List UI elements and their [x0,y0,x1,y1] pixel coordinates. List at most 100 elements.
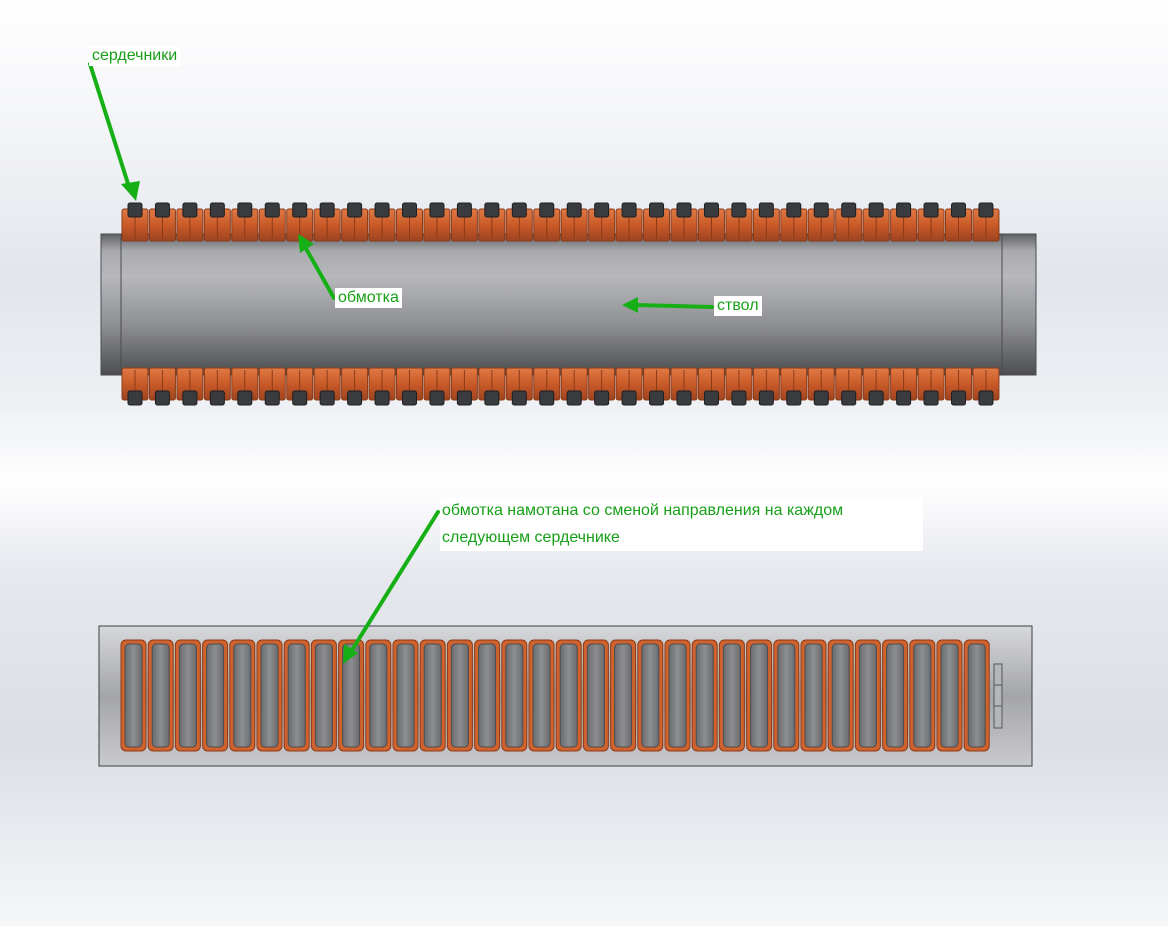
core [127,390,143,406]
slot-core [505,643,524,748]
core [127,202,143,218]
core [951,202,966,218]
slot-core [233,643,252,748]
core [402,202,417,218]
slot-core [450,643,469,748]
winding-slot [528,639,555,752]
coil-unit [313,202,341,242]
winding-slot [392,639,419,752]
winding-slot [664,639,691,752]
coil-unit [396,202,423,242]
core [511,202,527,218]
slot-core [777,643,796,748]
coil-unit [341,367,369,406]
core [649,390,665,406]
slot-core [478,643,497,748]
core [594,202,610,218]
winding-slot [202,639,229,752]
coil-unit [148,367,176,406]
coil-unit [423,367,451,406]
coil-unit [917,367,945,406]
coil-unit [258,367,286,406]
winding-slot [718,639,745,752]
coil-unit [725,367,753,406]
winding-slot [338,639,365,752]
core [182,390,198,406]
coil-unit [231,202,259,242]
core [182,202,198,218]
coil-unit [697,202,725,242]
barrel [100,233,1037,376]
core [566,202,582,218]
slot-core [722,643,741,748]
coil-unit [368,367,396,406]
core [758,390,774,406]
coil-unit [972,202,1000,242]
core [896,390,912,406]
core [374,390,390,406]
core [841,202,857,218]
coil-unit [478,202,506,242]
core [484,390,500,406]
coil-unit [835,367,863,406]
coil-unit [752,367,780,406]
coil-unit [341,202,369,242]
winding-slot [582,639,609,752]
coil-unit [780,202,808,242]
winding-slot [147,639,174,752]
winding-slot [963,639,990,752]
slot-core [940,643,959,748]
core [923,390,939,406]
coil-unit [862,202,890,242]
coil-unit [203,202,231,242]
core [868,390,884,406]
slot-core [858,643,877,748]
coil-unit [945,202,972,242]
coil-unit [121,202,149,242]
core [154,202,170,218]
note-line-1: обмотка намотана со сменой направления н… [442,502,844,519]
winding-slot [909,639,936,752]
winding-slot [637,639,664,752]
winding-slot [854,639,881,752]
coil-unit [972,367,1000,406]
coil-unit [670,202,698,242]
core [237,390,253,406]
core [209,202,225,218]
core [813,390,829,406]
core [429,202,445,218]
winding-slot [174,639,201,752]
note-line-2: следующем сердечнике [442,529,620,546]
slot-core [886,643,905,748]
core [456,202,472,218]
coil-unit [945,367,972,406]
coil-unit [780,367,808,406]
label-winding-note: обмотка намотана со сменой направления н… [440,497,923,551]
core [264,202,280,218]
slot-core [314,643,333,748]
coil-unit [203,367,231,406]
core [786,390,802,406]
coil-unit [423,202,451,242]
coil-unit [231,367,259,406]
coil-unit [176,367,204,406]
label-cores: сердечники [89,46,181,66]
core [978,390,994,406]
coil-unit [286,367,314,406]
core [456,390,472,406]
core [649,202,665,218]
slot-core [287,643,306,748]
coil-unit [560,202,588,242]
slot-core [532,643,551,748]
coil-unit [286,202,314,242]
slot-core [614,643,633,748]
winding-slot [501,639,528,752]
slot-core [559,643,578,748]
core [978,202,994,218]
coil-unit [643,367,671,406]
slot-core [913,643,932,748]
slot-core [641,643,660,748]
winding-slot [882,639,909,752]
core [511,390,527,406]
coil-unit [807,367,835,406]
